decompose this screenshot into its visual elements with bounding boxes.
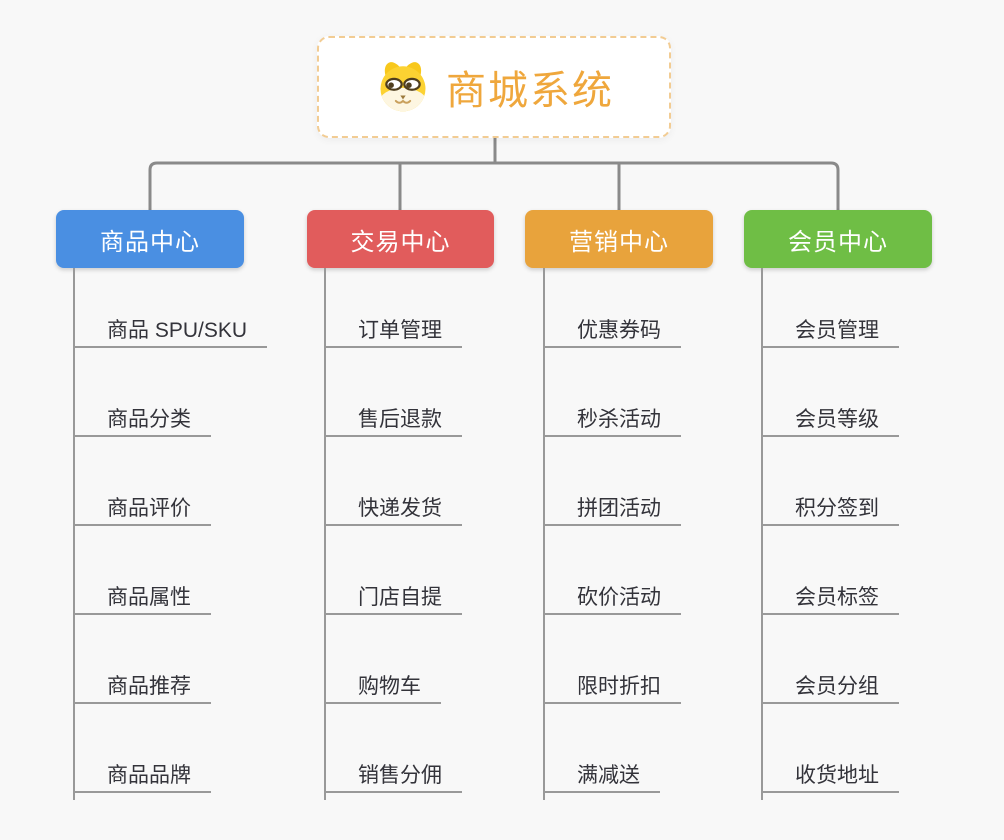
leaf-item[interactable]: 门店自提	[326, 581, 462, 615]
leaf-item[interactable]: 商品评价	[75, 492, 211, 526]
leaf-item[interactable]: 购物车	[326, 670, 441, 704]
leaf-item[interactable]: 满减送	[545, 759, 660, 793]
branch-node-marketing-center[interactable]: 营销中心	[525, 210, 713, 268]
root-title: 商城系统	[446, 69, 614, 113]
leaf-item[interactable]: 销售分佣	[326, 759, 462, 793]
branch-node-trade-center[interactable]: 交易中心	[307, 210, 494, 268]
branch-node-product-center[interactable]: 商品中心	[56, 210, 244, 268]
branch-children-trade-center: 订单管理 售后退款 快递发货 门店自提 购物车 销售分佣	[324, 268, 554, 800]
leaf-item[interactable]: 收货地址	[763, 759, 899, 793]
leaf-item[interactable]: 会员标签	[763, 581, 899, 615]
leaf-item[interactable]: 拼团活动	[545, 492, 681, 526]
leaf-item[interactable]: 订单管理	[326, 314, 462, 348]
leaf-item[interactable]: 快递发货	[326, 492, 462, 526]
leaf-item[interactable]: 砍价活动	[545, 581, 681, 615]
branch-children-member-center: 会员管理 会员等级 积分签到 会员标签 会员分组 收货地址	[761, 268, 991, 800]
root-node[interactable]: 商城系统	[317, 36, 671, 138]
leaf-item[interactable]: 商品推荐	[75, 670, 211, 704]
leaf-item[interactable]: 限时折扣	[545, 670, 681, 704]
leaf-item[interactable]: 商品分类	[75, 403, 211, 437]
leaf-item[interactable]: 会员管理	[763, 314, 899, 348]
leaf-item[interactable]: 售后退款	[326, 403, 462, 437]
doge-icon	[380, 62, 426, 112]
leaf-item[interactable]: 商品属性	[75, 581, 211, 615]
leaf-item[interactable]: 积分签到	[763, 492, 899, 526]
leaf-item[interactable]: 商品 SPU/SKU	[75, 314, 268, 348]
leaf-item[interactable]: 会员分组	[763, 670, 899, 704]
branch-node-member-center[interactable]: 会员中心	[744, 210, 932, 268]
branch-rail-line	[148, 161, 840, 210]
leaf-item[interactable]: 优惠券码	[545, 314, 681, 348]
branch-children-product-center: 商品 SPU/SKU 商品分类 商品评价 商品属性 商品推荐 商品品牌	[73, 268, 303, 800]
branch-children-marketing-center: 优惠券码 秒杀活动 拼团活动 砍价活动 限时折扣 满减送	[543, 268, 773, 800]
leaf-item[interactable]: 秒杀活动	[545, 403, 681, 437]
leaf-item[interactable]: 会员等级	[763, 403, 899, 437]
leaf-item[interactable]: 商品品牌	[75, 759, 211, 793]
